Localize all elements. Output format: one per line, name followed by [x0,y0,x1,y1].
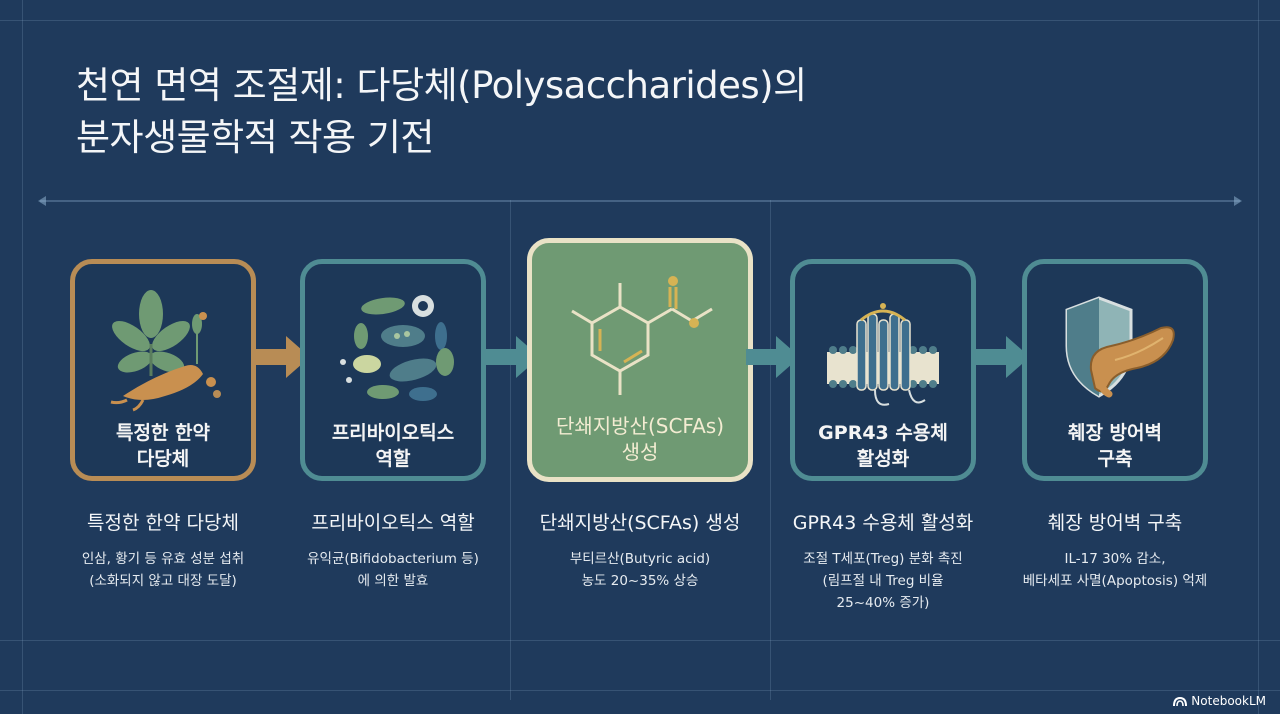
step-card-prebiotics: 프리바이오틱스 역할 [300,259,486,481]
step-card-scfa: 단쇄지방산(SCFAs) 생성 [527,238,753,482]
gut-bacteria-icon [340,295,454,401]
step-description: 특정한 한약 다당체 인삼, 황기 등 유효 성분 섭취 (소화되지 않고 대장… [47,510,279,592]
title-line-1: 천연 면역 조절제: 다당체(Polysaccharides)의 [76,64,807,107]
step-description: GPR43 수용체 활성화 조절 T세포(Treg) 분화 촉진 (림프절 내 … [767,510,999,614]
step-card-herbal-polysaccharides: 특정한 한약 다당체 [70,259,256,481]
grid-line [510,200,511,700]
step-description-body: 인삼, 황기 등 유효 성분 섭취 (소화되지 않고 대장 도달) [81,551,245,589]
shield-pancreas-icon [1065,296,1175,398]
step-description: 췌장 방어벽 구축 IL-17 30% 감소, 베타세포 사멸(Apoptosi… [999,510,1231,592]
step-label: 단쇄지방산(SCFAs) 생성 [555,414,725,464]
grid-line [22,0,23,714]
step-description-body: 조절 T세포(Treg) 분화 촉진 (림프절 내 Treg 비율 25~40%… [803,551,963,611]
grid-line [1258,0,1259,714]
arrow-right-icon [746,336,800,378]
grid-line [770,200,771,700]
page-title: 천연 면역 조절제: 다당체(Polysaccharides)의 분자생물학적 … [76,60,976,164]
notebooklm-logo-icon [1173,696,1188,706]
flow-measure-line [38,196,1242,206]
step-description-title: 특정한 한약 다당체 [87,512,239,534]
step-description-body: IL-17 30% 감소, 베타세포 사멸(Apoptosis) 억제 [1022,551,1208,589]
step-card-gpr43: GPR43 수용체 활성화 [790,259,976,481]
grid-line [0,20,1280,21]
step-description-title: 프리바이오틱스 역할 [311,512,475,534]
step-label: GPR43 수용체 활성화 [818,422,948,470]
grid-line [0,640,1280,641]
step-description: 단쇄지방산(SCFAs) 생성 부티르산(Butyric acid) 농도 20… [524,510,756,592]
ginseng-herb-icon [110,290,221,412]
step-label: 췌장 방어벽 구축 [1067,422,1162,470]
arrow-right-icon [976,336,1030,378]
brand-name: NotebookLM [1191,694,1266,708]
title-line-2: 분자생물학적 작용 기전 [76,116,434,159]
step-label: 프리바이오틱스 역할 [331,422,455,470]
membrane-receptor-icon [827,303,939,406]
step-description: 프리바이오틱스 역할 유익균(Bifidobacterium 등) 에 의한 발… [277,510,509,592]
brand-watermark: NotebookLM [1173,694,1266,708]
step-description-body: 부티르산(Butyric acid) 농도 20~35% 상승 [569,551,711,589]
molecule-icon [571,276,713,395]
step-card-pancreas-barrier: 췌장 방어벽 구축 [1022,259,1208,481]
step-description-title: GPR43 수용체 활성화 [792,512,974,534]
step-description-title: 췌장 방어벽 구축 [1047,512,1183,534]
arrow-right-icon [256,336,310,378]
step-label: 특정한 한약 다당체 [115,422,210,470]
grid-line [0,690,1280,691]
step-description-title: 단쇄지방산(SCFAs) 생성 [539,512,741,534]
step-description-body: 유익균(Bifidobacterium 등) 에 의한 발효 [307,551,479,589]
arrow-right-icon [486,336,540,378]
